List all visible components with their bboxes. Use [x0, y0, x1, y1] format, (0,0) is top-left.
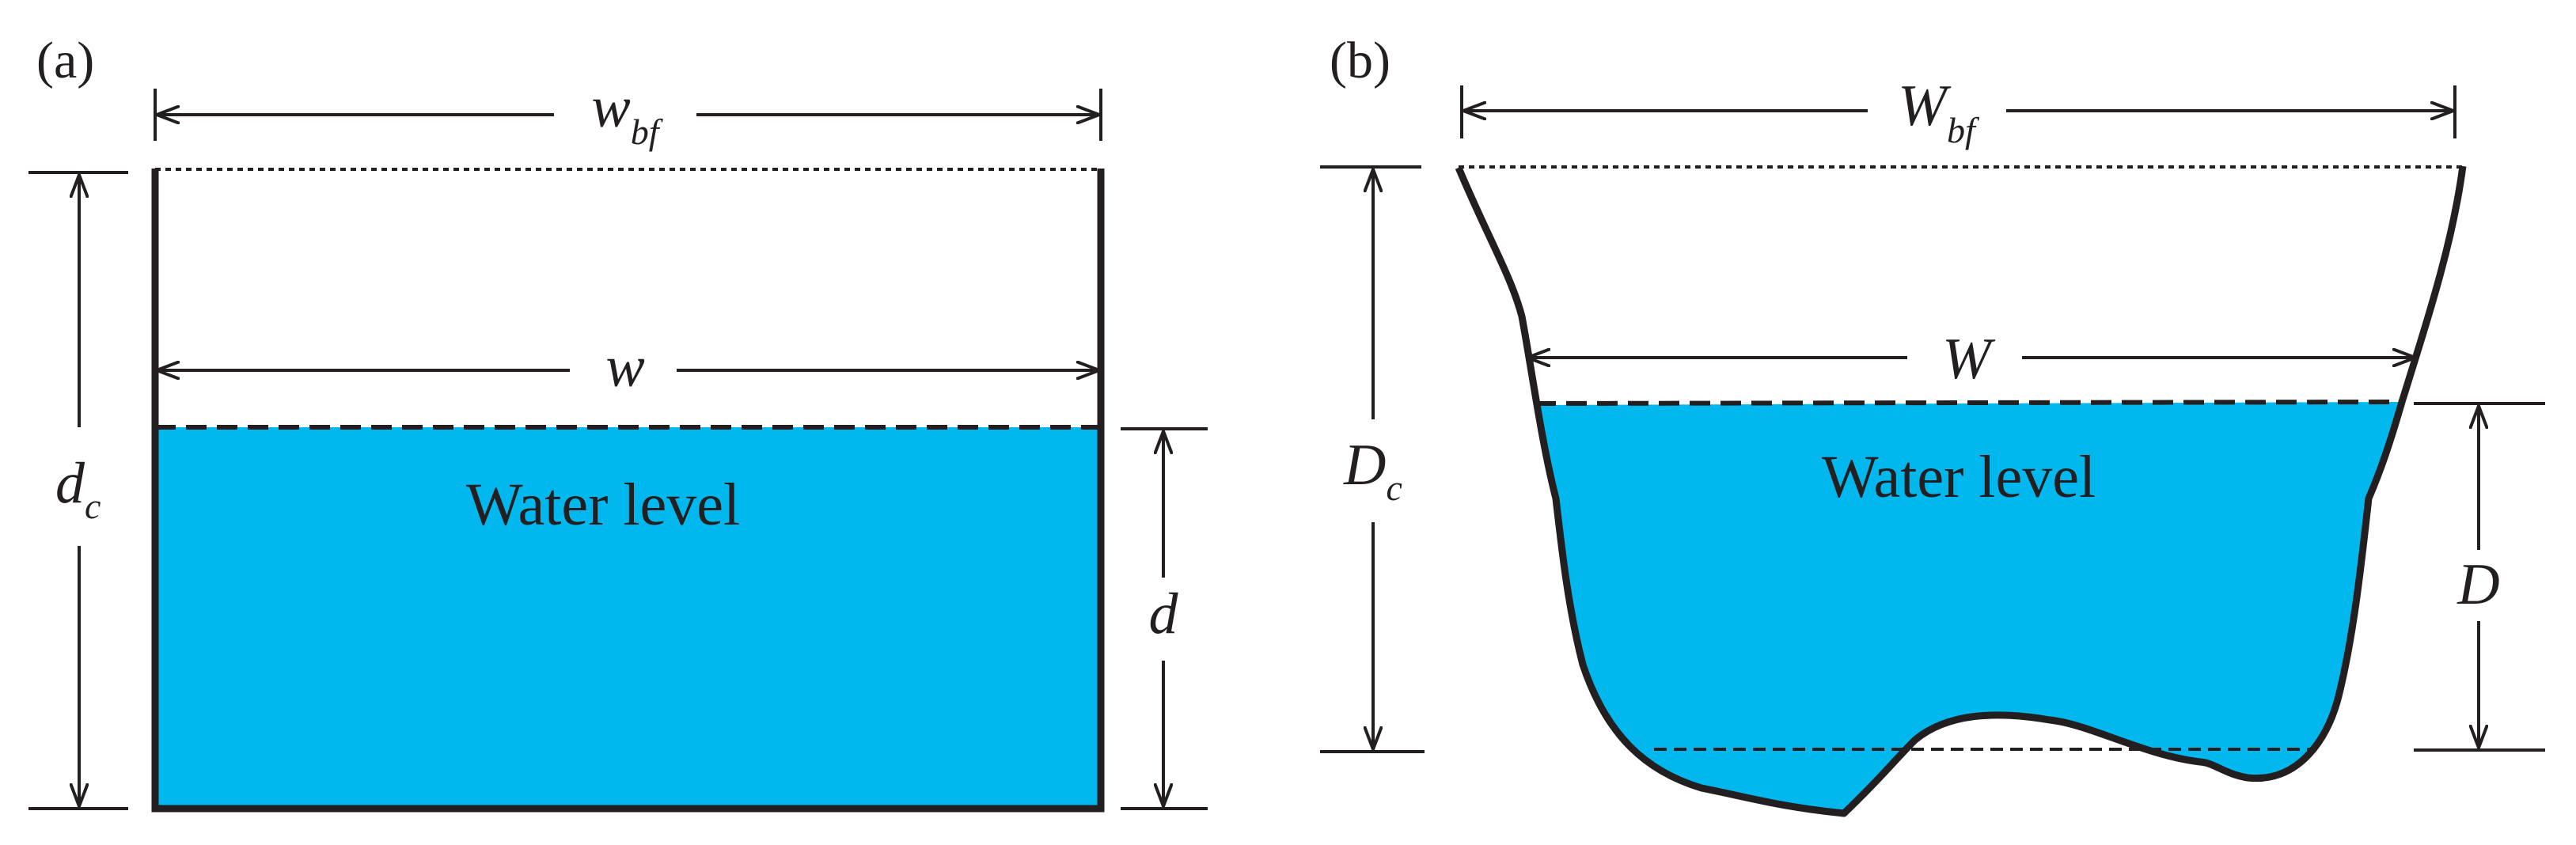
panel-a-depth-c-label: dc — [55, 451, 101, 526]
panel-a-water-body — [155, 427, 1101, 809]
panel-b-width-bf-label: Wbf — [1898, 74, 1980, 150]
panel-a-water-width-label: w — [605, 335, 644, 400]
panel-a: (a) wbf w Water level dc d — [28, 32, 1208, 813]
panel-b-water-surface-line — [1535, 400, 2403, 406]
panel-b-depth-label: D — [2456, 552, 2499, 617]
panel-b-width-bf-subscript: bf — [1947, 110, 1980, 150]
panel-b-depth-c-subscript: c — [1386, 468, 1402, 508]
panel-a-label: (a) — [36, 32, 94, 89]
panel-b: (b) Wbf W Water level Dc — [1320, 32, 2545, 817]
panel-a-width-bf-label: wbf — [591, 75, 663, 152]
panel-b-depth-c-symbol: D — [1343, 433, 1386, 498]
panel-b-width-bf-symbol: W — [1898, 74, 1952, 138]
panel-a-channel-walls — [151, 169, 1105, 813]
panel-b-water-width-label: W — [1942, 327, 1996, 392]
panel-a-width-bf-symbol: w — [591, 75, 630, 140]
panel-a-depth-c-symbol: d — [55, 451, 85, 516]
panel-b-water-body — [1535, 402, 2402, 813]
panel-a-depth-c-subscript: c — [85, 486, 101, 526]
panel-a-width-bf-subscript: bf — [631, 112, 664, 152]
panel-b-depth-c-label: Dc — [1343, 433, 1402, 508]
panel-a-depth-label: d — [1149, 582, 1179, 646]
panel-b-water-level-label: Water level — [1822, 444, 2096, 510]
panel-b-label: (b) — [1330, 32, 1390, 89]
panel-a-water-level-label: Water level — [466, 472, 740, 538]
panel-b-channel-bed — [1455, 165, 2467, 817]
